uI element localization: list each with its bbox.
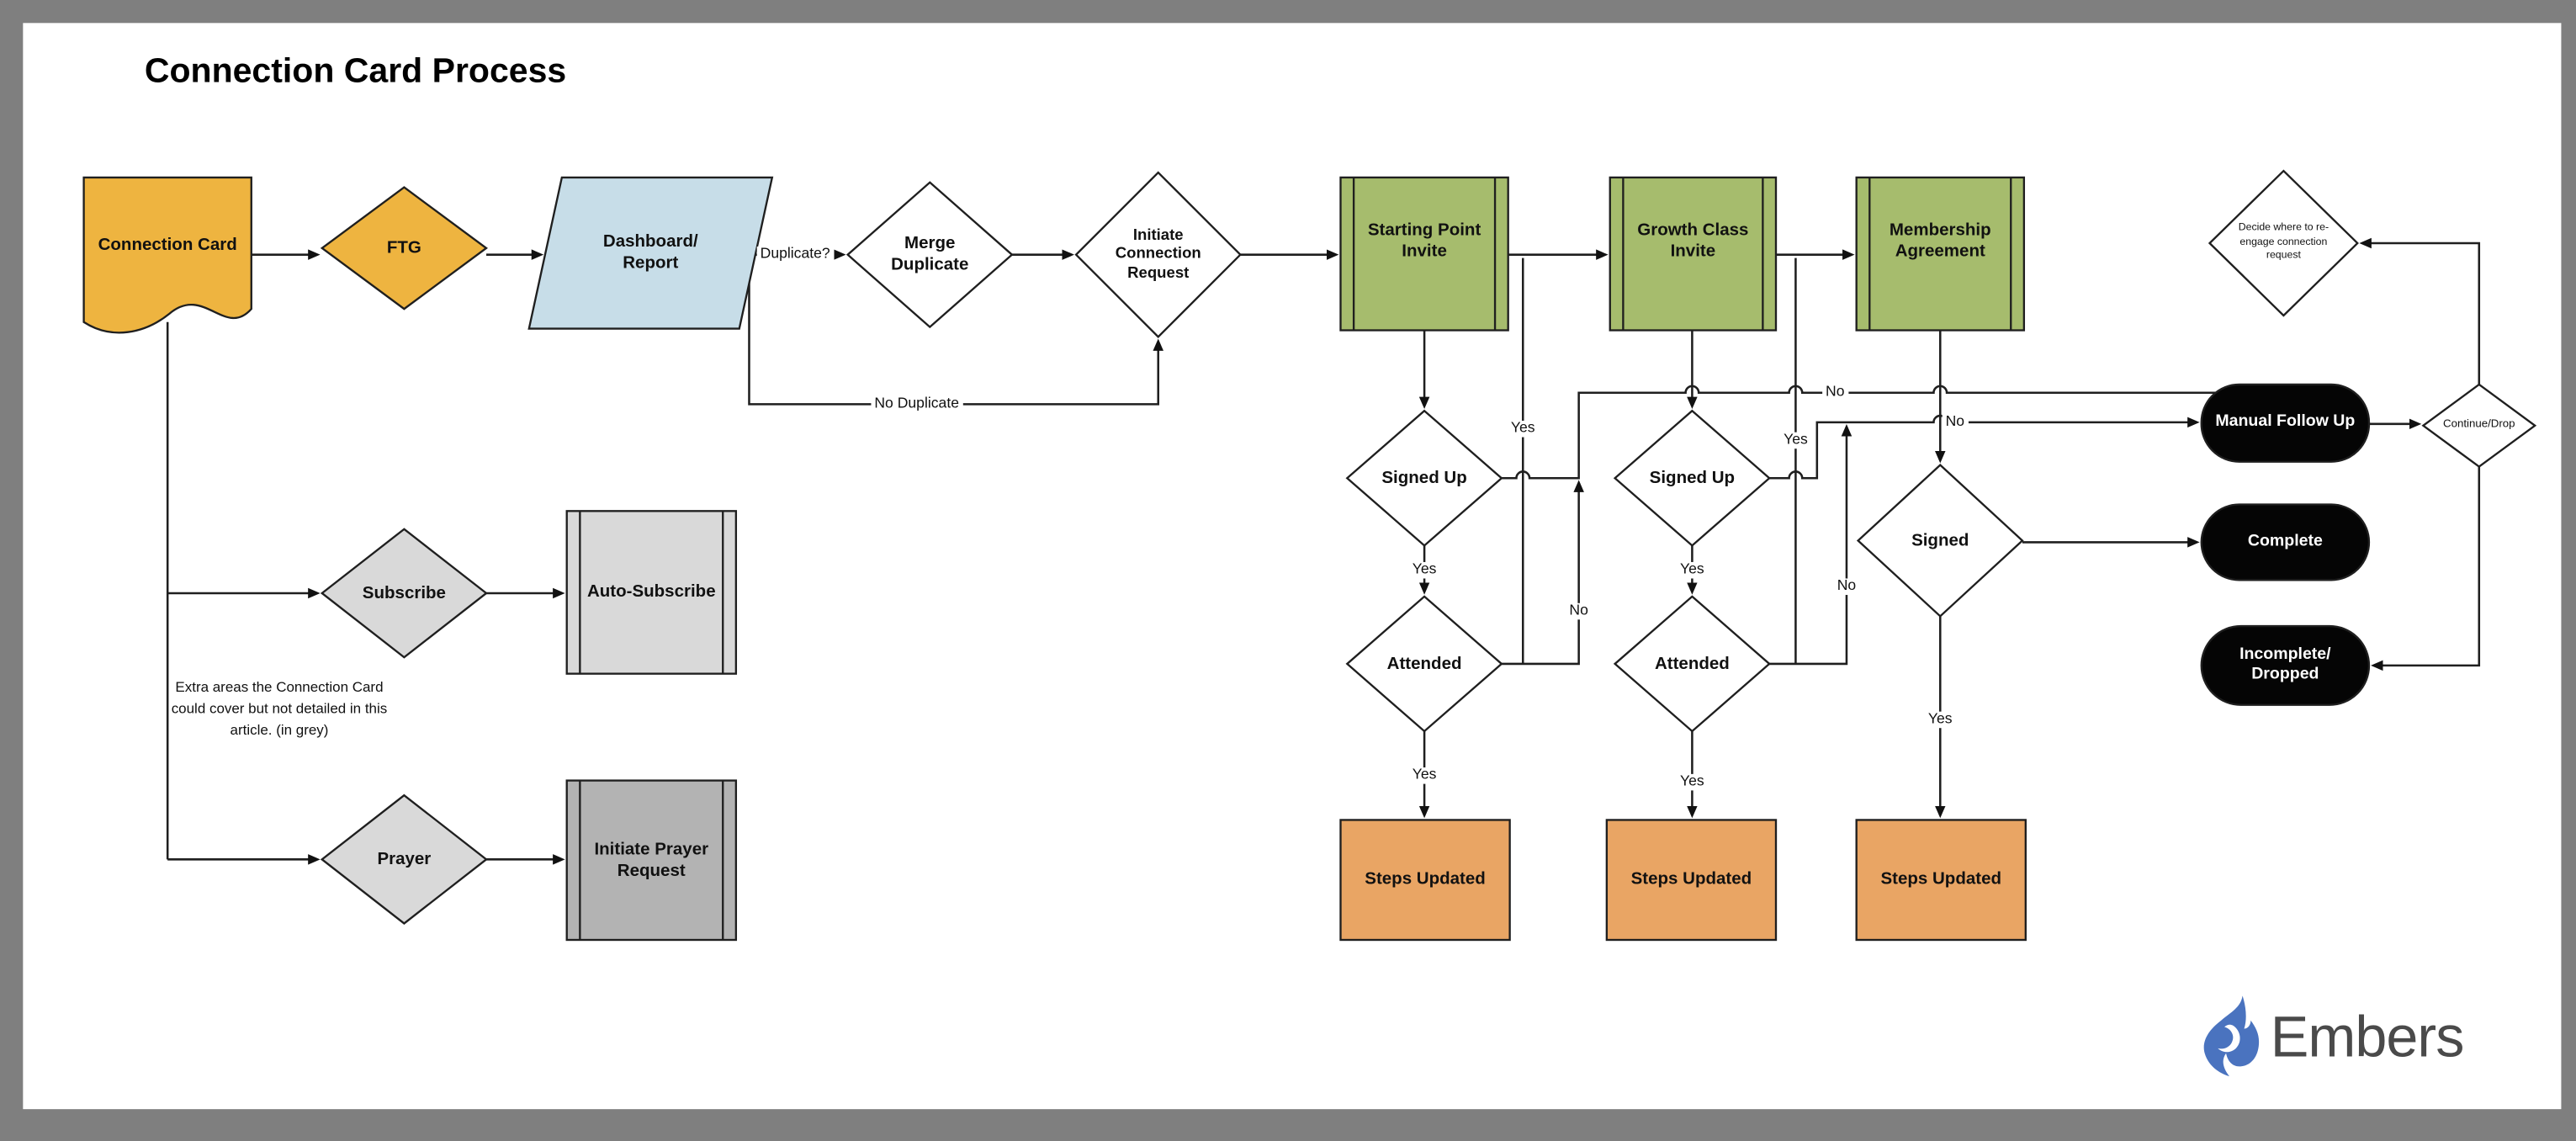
parallelogram-dashboard bbox=[527, 176, 774, 330]
predefined-growth-class bbox=[1609, 176, 1778, 332]
predefined-membership bbox=[1855, 176, 2026, 332]
stadium-complete bbox=[2200, 503, 2371, 581]
stadium-manual-follow-up bbox=[2200, 383, 2371, 463]
diamond-attended-1 bbox=[1345, 595, 1503, 733]
rect-steps-updated-2 bbox=[1605, 819, 1778, 942]
diamond-signed bbox=[1856, 464, 2024, 618]
edge-signedup1-no bbox=[1501, 385, 2217, 480]
rect-steps-updated-1 bbox=[1339, 819, 1511, 942]
predefined-initiate-prayer bbox=[565, 779, 738, 942]
diamond-continue-drop bbox=[2421, 383, 2537, 469]
stadium-incomplete-dropped bbox=[2200, 624, 2371, 706]
note-grey-areas: Extra areas the Connection Card could co… bbox=[171, 678, 388, 738]
diamond-subscribe bbox=[320, 528, 488, 659]
diamond-signed-up-2 bbox=[1613, 409, 1771, 547]
edge-attended1-no bbox=[1501, 480, 1584, 666]
diamond-prayer bbox=[320, 793, 488, 925]
edge-attended2-no bbox=[1769, 424, 1852, 666]
embers-logo-text: Embers bbox=[2270, 1006, 2465, 1070]
embers-flame-icon bbox=[2203, 995, 2260, 1077]
connector-lines bbox=[166, 237, 2481, 865]
diamond-initiate-connection bbox=[1074, 171, 1243, 338]
diamond-signed-up-1 bbox=[1345, 409, 1503, 547]
diamond-merge-duplicate bbox=[845, 181, 1014, 329]
edge-continue-to-reengage bbox=[2359, 237, 2481, 385]
diamond-attended-2 bbox=[1613, 595, 1771, 733]
edge-signedup2-no bbox=[1769, 414, 2200, 480]
document-shape-connection-card bbox=[82, 176, 252, 334]
edge-drop-to-incomplete bbox=[2371, 466, 2481, 671]
rect-steps-updated-3 bbox=[1855, 819, 2027, 942]
predefined-starting-point bbox=[1339, 176, 1509, 332]
predefined-auto-subscribe bbox=[565, 510, 738, 675]
diamond-reengage bbox=[2208, 169, 2359, 317]
page-title: Connection Card Process bbox=[144, 52, 567, 91]
diamond-ftg bbox=[320, 186, 489, 310]
node-shapes bbox=[82, 169, 2537, 942]
